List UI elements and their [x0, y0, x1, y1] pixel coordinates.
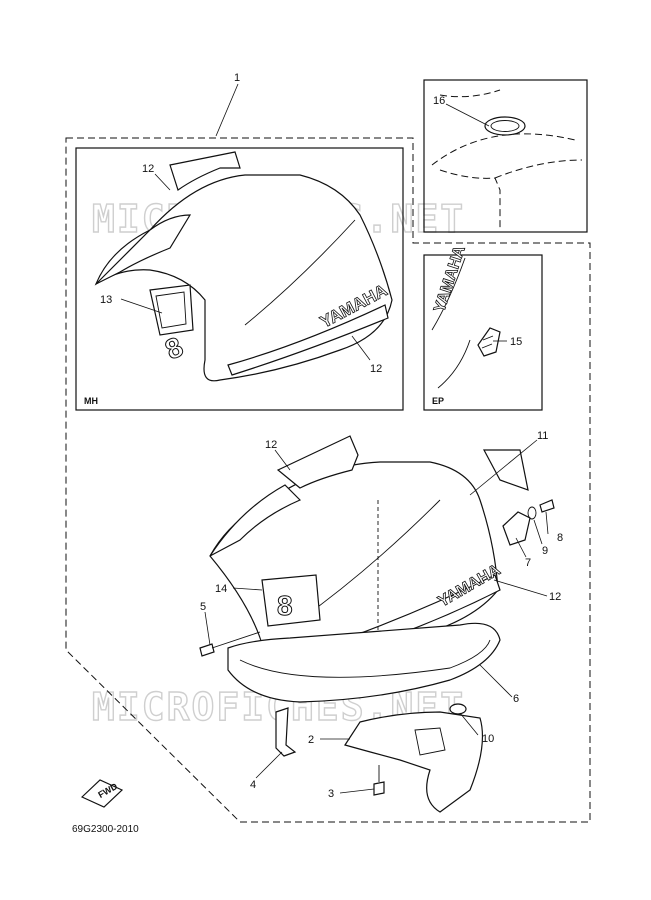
inset-cover-edge-2 [439, 89, 501, 98]
leader-8 [545, 511, 549, 535]
callout-9: 9 [542, 545, 548, 557]
callout-12b: 12 [370, 363, 382, 375]
rubber-seal-6 [227, 622, 501, 703]
ep-cover-edge [431, 257, 466, 331]
grommet-16 [484, 116, 526, 136]
inset-grommet-box [423, 79, 588, 233]
mh-grip-inner [155, 291, 187, 329]
callout-12d: 12 [549, 591, 561, 603]
ep-part-15 [477, 327, 501, 357]
washer-9 [527, 506, 537, 520]
assembly-outline [65, 137, 591, 823]
bolt-8 [539, 499, 555, 513]
leader-5 [204, 611, 211, 646]
callout-8: 8 [557, 532, 563, 544]
callout-10: 10 [482, 733, 494, 745]
mh-decal-12-side [227, 304, 389, 376]
callout-13: 13 [100, 294, 112, 306]
grommet-10 [449, 703, 467, 715]
callout-12c: 12 [265, 439, 277, 451]
mh-cover-crease [244, 219, 356, 326]
inset-ep-box [423, 254, 543, 411]
callout-3: 3 [328, 788, 334, 800]
grommet-16-inner [490, 120, 520, 132]
callout-6: 6 [513, 693, 519, 705]
callout-11: 11 [537, 430, 548, 442]
leader-16 [445, 103, 490, 127]
callout-12a: 12 [142, 163, 154, 175]
leader-12c [274, 449, 291, 471]
inset-cover-edge-4 [494, 159, 583, 179]
callout-4: 4 [250, 779, 256, 791]
ep-decal-brand: YAMAHA [431, 243, 469, 314]
rubber-seal-6-inner [239, 639, 491, 678]
screw-5-shank [211, 631, 261, 649]
inset-ep-label: EP [432, 396, 444, 406]
inset-mh-box [75, 147, 404, 411]
mh-decal-12-left [95, 214, 192, 285]
mh-decal-number: 8 [160, 331, 187, 366]
ep-part-15-detail [481, 335, 494, 349]
clamp-7 [502, 511, 531, 546]
leader-13 [120, 298, 163, 314]
leader-12b [351, 335, 371, 361]
decal-11 [483, 449, 529, 491]
decal-14-number: 8 [277, 590, 293, 621]
leader-9 [533, 519, 543, 545]
decal-12-left [209, 484, 302, 557]
leader-12a [154, 173, 171, 191]
leader-12d [493, 579, 548, 597]
callout-1: 1 [234, 72, 240, 84]
ep-cover-edge-2 [437, 339, 471, 389]
leader-3 [339, 788, 375, 794]
leader-14 [232, 587, 263, 591]
screw-5 [199, 643, 215, 657]
fwd-arrow [80, 779, 124, 808]
callout-16: 16 [433, 95, 445, 107]
mh-grip-opening [149, 284, 194, 336]
inset-cover-edge-1 [431, 133, 576, 166]
callout-5: 5 [200, 601, 206, 613]
callout-7: 7 [525, 557, 531, 569]
handle-2-opening [414, 727, 446, 756]
leader-4 [255, 751, 283, 779]
screw-3 [373, 781, 385, 796]
leader-11 [469, 439, 538, 496]
decal-14-plate [261, 574, 321, 627]
bracket-4 [275, 707, 297, 757]
callout-15: 15 [510, 336, 522, 348]
drawing-code: 69G2300-2010 [72, 824, 139, 835]
mh-decal-12-top [169, 151, 241, 191]
leader-10 [459, 712, 479, 736]
leader-1 [215, 83, 239, 137]
callout-14: 14 [215, 583, 227, 595]
decal-12-top [276, 435, 359, 489]
leader-6 [479, 664, 513, 698]
handle-2 [344, 711, 484, 813]
leader-7 [515, 537, 527, 558]
inset-mh-label: MH [84, 396, 98, 406]
callout-2: 2 [308, 734, 314, 746]
